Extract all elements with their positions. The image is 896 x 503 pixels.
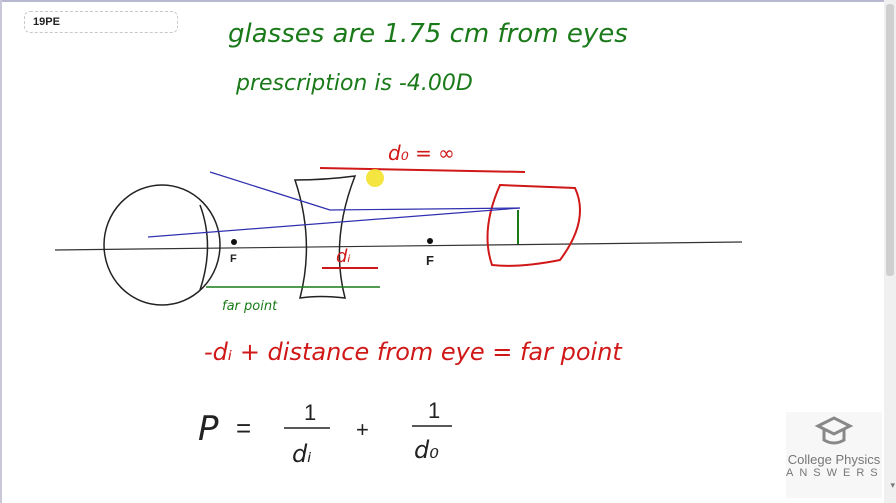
focal-point-right [427, 238, 433, 244]
numerator-1: 1 [304, 400, 316, 425]
left-border [0, 0, 2, 503]
eye-lens [199, 204, 209, 291]
focal-point-left [231, 239, 237, 245]
di-label: dᵢ [336, 246, 351, 267]
top-border [0, 0, 896, 2]
equation-plus: + [356, 417, 369, 442]
optical-axis [54, 241, 743, 251]
ray-1-diverge [209, 171, 331, 211]
focal-label-right: F [426, 253, 434, 268]
scroll-down-icon[interactable]: ▾ [890, 480, 895, 490]
far-point-label: far point [222, 299, 278, 314]
focal-label-left: F [230, 253, 237, 265]
equation-power: P [198, 409, 219, 449]
numerator-2: 1 [428, 398, 440, 423]
problem-label: 19PE [24, 11, 178, 33]
graduation-cap-icon [814, 416, 854, 445]
concave-lens [293, 175, 357, 299]
do-label: d₀ = ∞ [388, 141, 455, 165]
college-physics-logo: College Physics ANSWERS [786, 412, 882, 498]
ray-1 [329, 207, 521, 211]
equation-equals: = [236, 413, 251, 443]
logo-line1: College Physics [787, 452, 881, 467]
denominator-di: dᵢ [292, 440, 312, 468]
logo-line2: ANSWERS [786, 467, 884, 479]
denominator-do: d₀ [414, 436, 439, 464]
eye-drawing [103, 184, 221, 306]
ray-2 [147, 207, 521, 238]
equation-red: -dᵢ + distance from eye = far point [204, 338, 623, 366]
vertical-scrollbar[interactable]: ▾ [884, 0, 896, 503]
object-drawing [486, 183, 581, 267]
cursor-highlight [366, 169, 384, 187]
note-line2: prescription is -4.00D [235, 71, 473, 96]
scrollbar-thumb[interactable] [886, 4, 894, 276]
do-arrow [319, 167, 526, 173]
note-line1: glasses are 1.75 cm from eyes [228, 19, 628, 49]
